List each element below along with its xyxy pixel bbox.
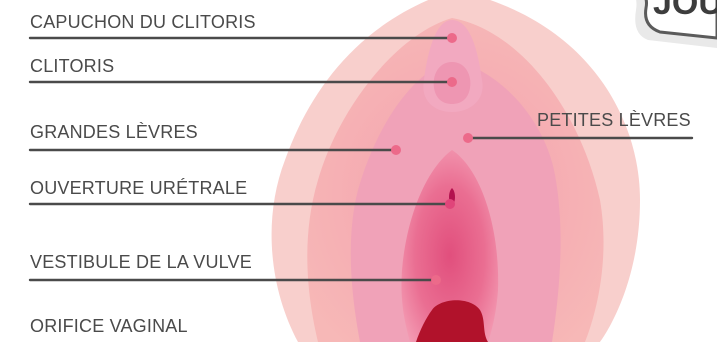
corner-badge-text: JOUR xyxy=(653,0,717,22)
label-labia-majora-text: GRANDES LÈVRES xyxy=(30,122,198,142)
marker-dot-clitoris xyxy=(447,77,457,87)
label-vaginal-orifice-text: ORIFICE VAGINAL xyxy=(30,316,188,336)
label-clitoris-text: CLITORIS xyxy=(30,56,114,76)
label-vestibule-text: VESTIBULE DE LA VULVE xyxy=(30,252,252,272)
label-labia-minora-text: PETITES LÈVRES xyxy=(537,110,691,130)
corner-badge: JOUR xyxy=(612,0,717,48)
marker-dot-labia-minora xyxy=(463,133,473,143)
label-vaginal-orifice: ORIFICE VAGINAL xyxy=(30,316,188,336)
marker-dot-clitoral-hood xyxy=(447,33,457,43)
marker-dot-labia-majora xyxy=(391,145,401,155)
marker-dot-urethral-opening xyxy=(445,199,455,209)
label-urethral-opening-text: OUVERTURE URÉTRALE xyxy=(30,178,247,198)
vulva-illustration xyxy=(272,0,640,342)
label-clitoral-hood-text: CAPUCHON DU CLITORIS xyxy=(30,12,256,32)
marker-dot-vestibule xyxy=(431,275,441,285)
